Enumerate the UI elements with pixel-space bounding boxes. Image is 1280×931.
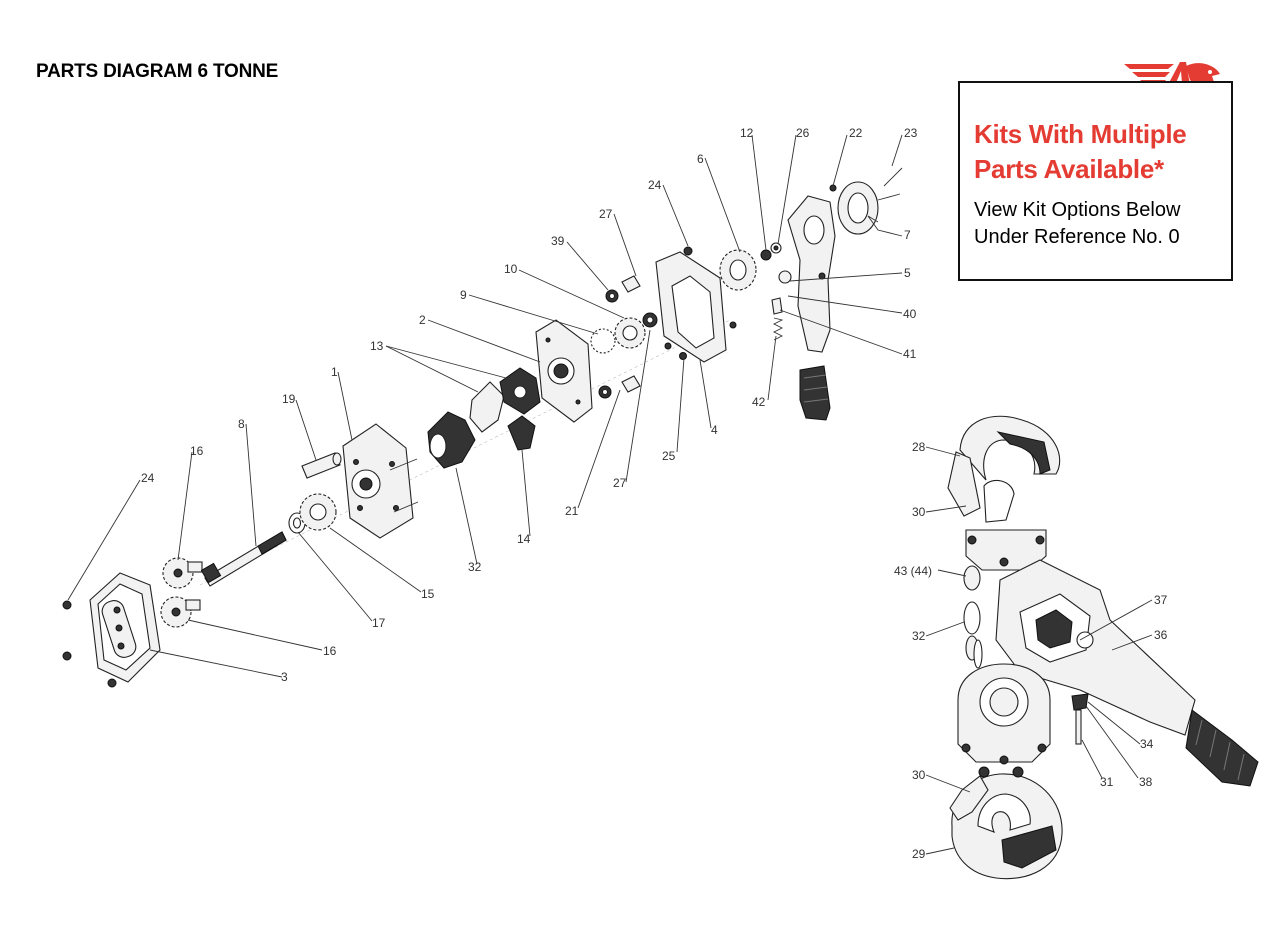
callout-31: 31 [1100, 775, 1114, 789]
kit-info-box: Kits With Multiple Parts Available* View… [958, 81, 1233, 281]
callout-labels: 12 26 22 23 6 24 27 39 10 9 7 5 40 41 42… [141, 126, 1168, 861]
callout-5: 5 [904, 266, 911, 280]
callout-43-44: 43 (44) [894, 564, 932, 578]
callout-16-bottom: 16 [323, 644, 337, 658]
part-16-gears [160, 557, 203, 628]
part-27-clips [621, 275, 641, 393]
part-19-pin [301, 452, 342, 479]
callout-19: 19 [282, 392, 296, 406]
part-2-side-plate [535, 319, 593, 423]
callout-23: 23 [904, 126, 918, 140]
part-40-knob [771, 270, 792, 341]
callout-38: 38 [1139, 775, 1153, 789]
part-3-gear-cover [89, 572, 161, 683]
part-32-chain [963, 601, 983, 669]
part-39-bearing [598, 289, 658, 399]
callout-25: 25 [662, 449, 676, 463]
callout-42: 42 [752, 395, 766, 409]
part-lower-block [957, 663, 1051, 765]
callout-1: 1 [331, 365, 338, 379]
part-8-shaft [200, 531, 287, 587]
callout-22: 22 [849, 126, 863, 140]
callout-14: 14 [517, 532, 531, 546]
callout-9: 9 [460, 288, 467, 302]
callout-24-top: 24 [648, 178, 662, 192]
callout-39: 39 [551, 234, 565, 248]
kit-heading: Kits With Multiple Parts Available* [974, 117, 1229, 187]
callout-28: 28 [912, 440, 926, 454]
callout-16-top: 16 [190, 444, 204, 458]
part-34-brake [1071, 693, 1089, 745]
callout-7: 7 [904, 228, 911, 242]
callout-32-assembled: 32 [912, 629, 926, 643]
callout-2: 2 [419, 313, 426, 327]
part-36-hoist-body [995, 559, 1259, 787]
callout-13: 13 [370, 339, 384, 353]
part-14-pawl [507, 415, 536, 451]
exploded-view [62, 167, 903, 688]
kit-sub-line1: View Kit Options Below [974, 199, 1181, 221]
part-4-housing [655, 246, 737, 363]
part-5-lever-arm [787, 195, 836, 421]
kit-subtext: View Kit Options Below Under Reference N… [974, 197, 1229, 251]
callout-40: 40 [903, 307, 917, 321]
callout-29: 29 [912, 847, 926, 861]
callout-26: 26 [796, 126, 810, 140]
part-7-handwheel [829, 167, 903, 235]
callout-34: 34 [1140, 737, 1154, 751]
callout-27-top: 27 [599, 207, 613, 221]
callout-32-exploded: 32 [468, 560, 482, 574]
callout-27-bottom: 27 [613, 476, 627, 490]
callout-8: 8 [238, 417, 245, 431]
callout-36: 36 [1154, 628, 1168, 642]
part-10-gear [614, 317, 646, 349]
kit-heading-line2: Parts Available* [974, 154, 1164, 184]
part-6-load-sheave [719, 249, 757, 291]
part-9-ring-gear [590, 328, 616, 354]
part-32-ratchet [427, 411, 476, 469]
callout-41: 41 [903, 347, 917, 361]
part-1-plate [342, 423, 419, 539]
kit-sub-line2: Under Reference No. 0 [974, 226, 1180, 248]
callout-4: 4 [711, 423, 718, 437]
part-12-nut [760, 242, 782, 261]
callout-10: 10 [504, 262, 518, 276]
assembled-view [947, 415, 1259, 880]
callout-21: 21 [565, 504, 579, 518]
callout-37: 37 [1154, 593, 1168, 607]
callout-12: 12 [740, 126, 754, 140]
part-15-gear [299, 493, 337, 531]
part-13-discs [469, 367, 541, 433]
callout-3: 3 [281, 670, 288, 684]
callout-30-top: 30 [912, 505, 926, 519]
part-28-top-hook [947, 415, 1061, 523]
callout-15: 15 [421, 587, 435, 601]
callout-17: 17 [372, 616, 386, 630]
page-title: PARTS DIAGRAM 6 TONNE [36, 61, 279, 82]
part-43-swivel-block [963, 529, 1047, 591]
callout-30-bottom: 30 [912, 768, 926, 782]
part-24-screws [62, 600, 117, 688]
part-29-bottom-hook [949, 766, 1063, 880]
callout-24-left: 24 [141, 471, 155, 485]
kit-heading-line1: Kits With Multiple [974, 119, 1187, 149]
leader-lines [67, 134, 1153, 855]
callout-6: 6 [697, 152, 704, 166]
